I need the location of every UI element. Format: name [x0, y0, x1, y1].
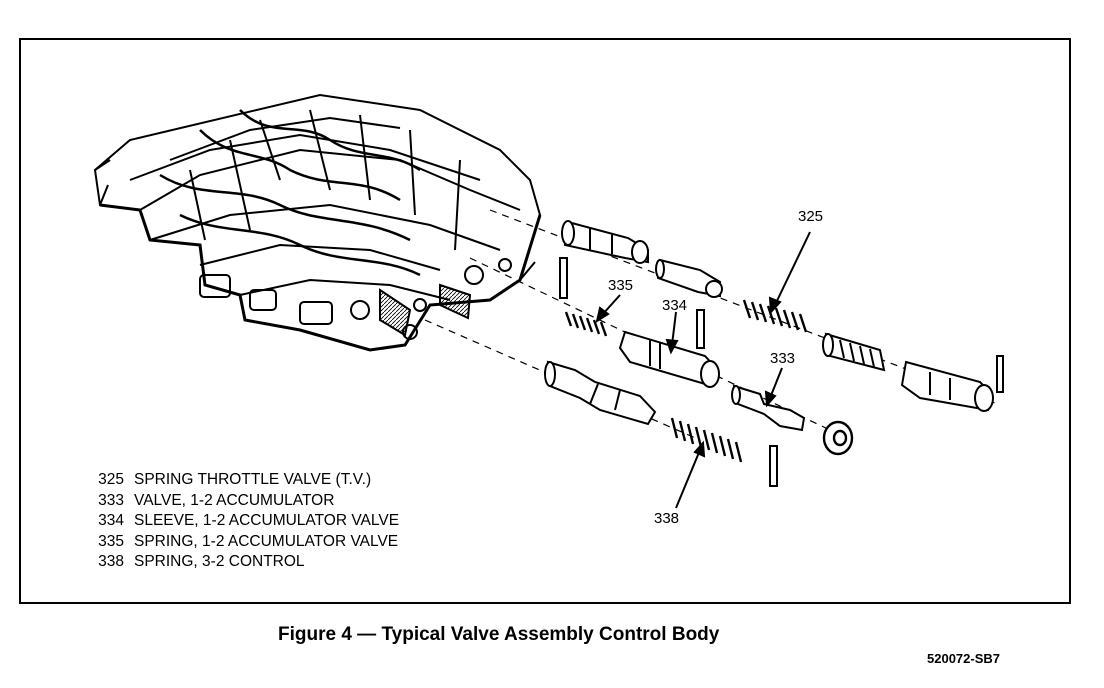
legend-number: 335	[98, 532, 124, 550]
legend-text: SPRING THROTTLE VALVE (T.V.)	[134, 471, 372, 488]
figure-code: 520072-SB7	[927, 651, 1000, 666]
legend-row: 338 SPRING, 3-2 CONTROL	[78, 552, 399, 573]
spring-325	[742, 299, 808, 333]
spring-335	[564, 311, 608, 337]
control-valve	[544, 360, 657, 426]
callout-335: 335	[608, 277, 634, 294]
legend-text: SPRING, 1-2 ACCUMULATOR VALVE	[134, 532, 399, 550]
tv-bushing	[561, 220, 649, 264]
callout-334: 334	[662, 297, 688, 314]
legend-number: 333	[98, 491, 124, 509]
tv-plunger	[655, 258, 723, 298]
legend-row: 333 VALVE, 1-2 ACCUMULATOR	[78, 491, 399, 512]
retaining-pin-middle	[696, 309, 705, 349]
callout-333: 333	[770, 350, 796, 367]
retaining-pin-left	[559, 257, 568, 299]
figure-caption: Figure 4 — Typical Valve Assembly Contro…	[278, 624, 720, 645]
tv-valve	[822, 332, 886, 372]
figure-frame	[19, 38, 1071, 604]
sleeve-334	[618, 330, 720, 388]
retaining-pin-right	[996, 355, 1004, 393]
legend-number: 325	[98, 471, 124, 488]
legend-row: 335 SPRING, 1-2 ACCUMULATOR VALVE	[78, 532, 399, 553]
legend-text: SLEEVE, 1-2 ACCUMULATOR VALVE	[134, 512, 400, 529]
tv-sleeve	[900, 360, 994, 412]
legend-row: 325 SPRING THROTTLE VALVE (T.V.)	[78, 470, 399, 491]
legend-number: 338	[98, 553, 124, 570]
spring-338	[670, 417, 743, 463]
legend-row: 334 SLEEVE, 1-2 ACCUMULATOR VALVE	[78, 511, 399, 532]
callout-338: 338	[654, 510, 680, 527]
legend-number: 334	[98, 512, 124, 529]
callout-325: 325	[798, 208, 824, 225]
legend-text: SPRING, 3-2 CONTROL	[134, 553, 305, 570]
leader-arrows	[595, 231, 811, 509]
legend-text: VALVE, 1-2 ACCUMULATOR	[134, 491, 335, 509]
valve-333	[731, 384, 806, 432]
retaining-pin-bottom	[769, 445, 778, 487]
end-plug	[822, 420, 854, 456]
valve-body-casting	[93, 93, 542, 352]
parts-legend: 325 SPRING THROTTLE VALVE (T.V.) 333 VALVE…	[78, 470, 399, 573]
